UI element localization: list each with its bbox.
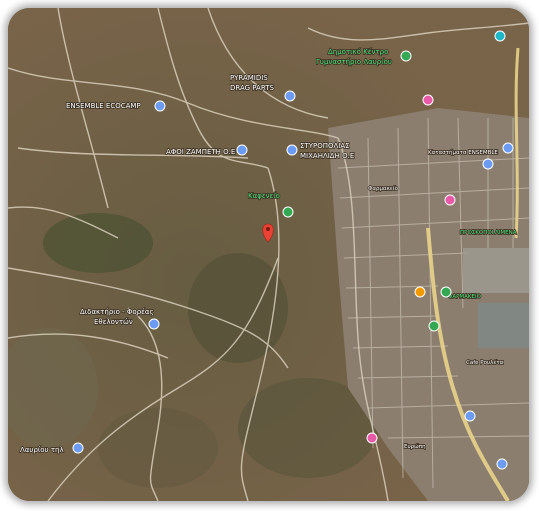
port-water [478,303,529,348]
label-didaskalio-2: Εθελοντών [94,318,133,326]
label-drag-parts: DRAG PARTS [230,84,274,92]
map-frame[interactable]: ENSEMBLE ECOCAMP PYRAMIDIS DRAG PARTS ΑΦ… [8,8,529,501]
label-mart: ΦΑΡΜΑΚΕΙΟ [448,294,482,300]
ensemble-pin[interactable] [154,100,166,112]
label-pyramidis: PYRAMIDIS [230,74,268,82]
school-pin[interactable] [282,206,294,218]
ensemble-pin[interactable] [502,142,514,154]
vegetation-patch [188,253,288,363]
pyramidis-pin[interactable] [284,90,296,102]
red-location-pin[interactable] [262,223,274,243]
label-styrofoam-2: ΜΙΧΑΗΛΙΔΗ Ο.Ε [300,152,354,160]
label-port: ΠΡΟΣΚΟΠΟΙ ΛΙΜΕΝΑ [460,230,517,236]
street-grid [337,117,529,489]
label-lawyer: Ευρώπη [404,443,426,450]
label-ensemble2: Καταστήματα ENSEMBLE [428,149,498,156]
label-school-2: Γυμναστήριο Λαυρίου [316,58,392,66]
ensemble-pin[interactable] [464,410,476,422]
label-cafe-bottom: Cafe Ρουλέτα [466,359,504,366]
vegetation-patch [238,378,378,478]
label-school-1: Δημοτικό Κέντρο [328,48,388,56]
ensemble-pin[interactable] [482,158,494,170]
vegetation-patch [43,213,153,273]
zampeti-pin[interactable] [236,144,248,156]
styrofoam-pin[interactable] [286,144,298,156]
pink-pin[interactable] [422,94,434,106]
town-area [328,108,529,501]
school-pin[interactable] [428,320,440,332]
main-avenue [426,227,510,501]
pink-pin[interactable] [366,432,378,444]
pink-pin[interactable] [444,194,456,206]
label-didaskalio-1: Διδακτήριο - Φορέας [80,308,154,316]
ensemble-pin[interactable] [148,318,160,330]
label-ensemble: ENSEMBLE ECOCAMP [66,102,141,110]
ensemble-pin[interactable] [72,442,84,454]
orange-pin[interactable] [414,286,426,298]
coastal-road [514,47,520,239]
teal-pin[interactable] [494,30,506,42]
school-pin[interactable] [440,286,452,298]
satellite-map[interactable]: ENSEMBLE ECOCAMP PYRAMIDIS DRAG PARTS ΑΦ… [8,8,529,501]
port-buildings [463,248,529,293]
label-lavrio-tel: Λαυρίου τηλ [20,446,64,454]
label-pharmacy: Φαρμακείο [368,185,399,192]
ensemble-pin[interactable] [496,458,508,470]
label-kafe: Καφενείο [248,192,280,200]
label-styrofoam-1: ΣΤΥΡΟΠΟΛΙΑΣ [300,142,350,150]
label-zampeti: ΑΦΟΙ ΖΑΜΠΕΤΗ Ο.Ε [166,148,235,156]
roads [8,8,529,501]
vegetation-patch [98,408,218,488]
vegetation-patch [8,328,98,448]
school-pin[interactable] [400,50,412,62]
